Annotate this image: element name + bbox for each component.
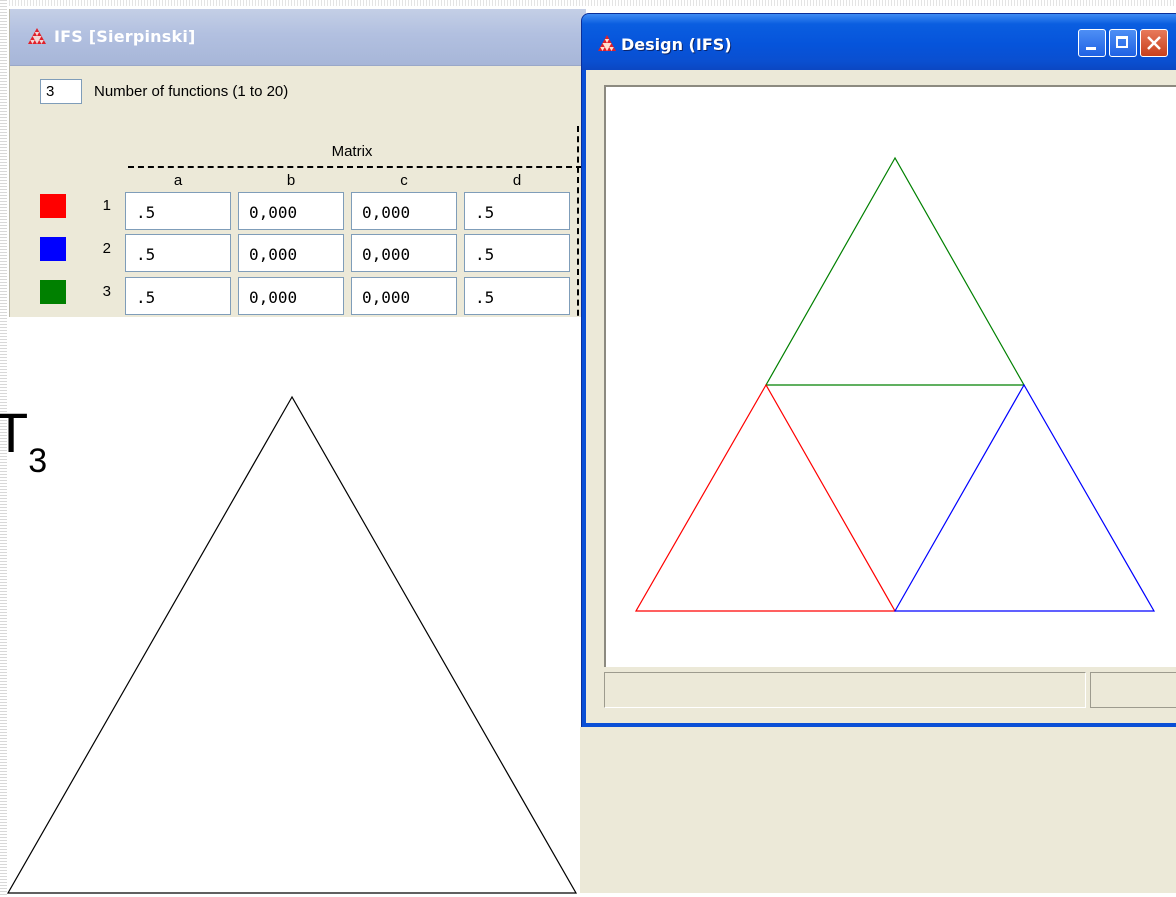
- function-1-c-input[interactable]: 0,000: [351, 192, 457, 230]
- status-bar-left-pane: [604, 672, 1086, 708]
- minimize-icon: [1086, 47, 1096, 50]
- design-client-area: [586, 70, 1176, 723]
- function-1-color-swatch[interactable]: [40, 194, 66, 218]
- function-3-triangle: [764, 156, 1026, 386]
- sierpinski-app-icon: [597, 34, 617, 57]
- function-2-a-input[interactable]: .5: [125, 234, 231, 272]
- function-3-number: 3: [102, 283, 111, 300]
- drawing-canvas[interactable]: [604, 85, 1176, 667]
- function-2-b-input[interactable]: 0,000: [238, 234, 344, 272]
- function-2-triangle: [893, 383, 1156, 612]
- matrix-divider: [128, 166, 582, 168]
- matrix-right-divider: [577, 126, 579, 317]
- design-titlebar[interactable]: Design (IFS): [582, 14, 1176, 70]
- num-functions-label: Number of functions (1 to 20): [94, 83, 289, 100]
- column-header-c: c: [400, 172, 408, 189]
- design-window: Design (IFS): [582, 14, 1176, 727]
- function-1-d-input[interactable]: .5: [464, 192, 570, 230]
- function-3-d-input[interactable]: .5: [464, 277, 570, 315]
- ifs-window: IFS [Sierpinski] 3 Number of functions (…: [9, 9, 586, 317]
- function-3-c-input[interactable]: 0,000: [351, 277, 457, 315]
- function-3-a-input[interactable]: .5: [125, 277, 231, 315]
- column-header-d: d: [512, 172, 522, 189]
- function-1-number: 1: [102, 197, 111, 214]
- maximize-button[interactable]: [1109, 29, 1137, 57]
- function-1-a-input[interactable]: .5: [125, 192, 231, 230]
- background-window-panel: [580, 727, 1176, 893]
- large-triangle-figure: [6, 395, 578, 894]
- function-2-color-swatch[interactable]: [40, 237, 66, 261]
- function-2-c-input[interactable]: 0,000: [351, 234, 457, 272]
- ifs-form: 3 Number of functions (1 to 20) Matrix a…: [10, 66, 586, 317]
- function-3-color-swatch[interactable]: [40, 280, 66, 304]
- slide-top-border: [0, 0, 1176, 6]
- minimize-button[interactable]: [1078, 29, 1106, 57]
- close-icon: [1147, 36, 1161, 50]
- maximize-icon: [1116, 36, 1128, 48]
- matrix-header: Matrix: [331, 143, 373, 160]
- t-label-main: T: [0, 401, 29, 464]
- t-label-subscript: 3: [28, 442, 48, 480]
- function-2-d-input[interactable]: .5: [464, 234, 570, 272]
- num-functions-input[interactable]: 3: [40, 79, 82, 104]
- status-bar-right-pane: [1090, 672, 1176, 708]
- t3-label: T3: [0, 405, 48, 480]
- function-3-b-input[interactable]: 0,000: [238, 277, 344, 315]
- function-1-triangle: [634, 383, 897, 612]
- sierpinski-app-icon: [27, 27, 47, 50]
- column-header-b: b: [286, 172, 296, 189]
- function-2-number: 2: [102, 240, 111, 257]
- design-window-title: Design (IFS): [621, 35, 732, 54]
- ifs-window-title: IFS [Sierpinski]: [54, 27, 196, 46]
- sierpinski-design-figure: [634, 156, 1156, 612]
- column-header-a: a: [173, 172, 183, 189]
- close-button[interactable]: [1140, 29, 1168, 57]
- function-1-b-input[interactable]: 0,000: [238, 192, 344, 230]
- slide-left-border: [0, 0, 7, 897]
- ifs-titlebar[interactable]: IFS [Sierpinski]: [10, 9, 586, 66]
